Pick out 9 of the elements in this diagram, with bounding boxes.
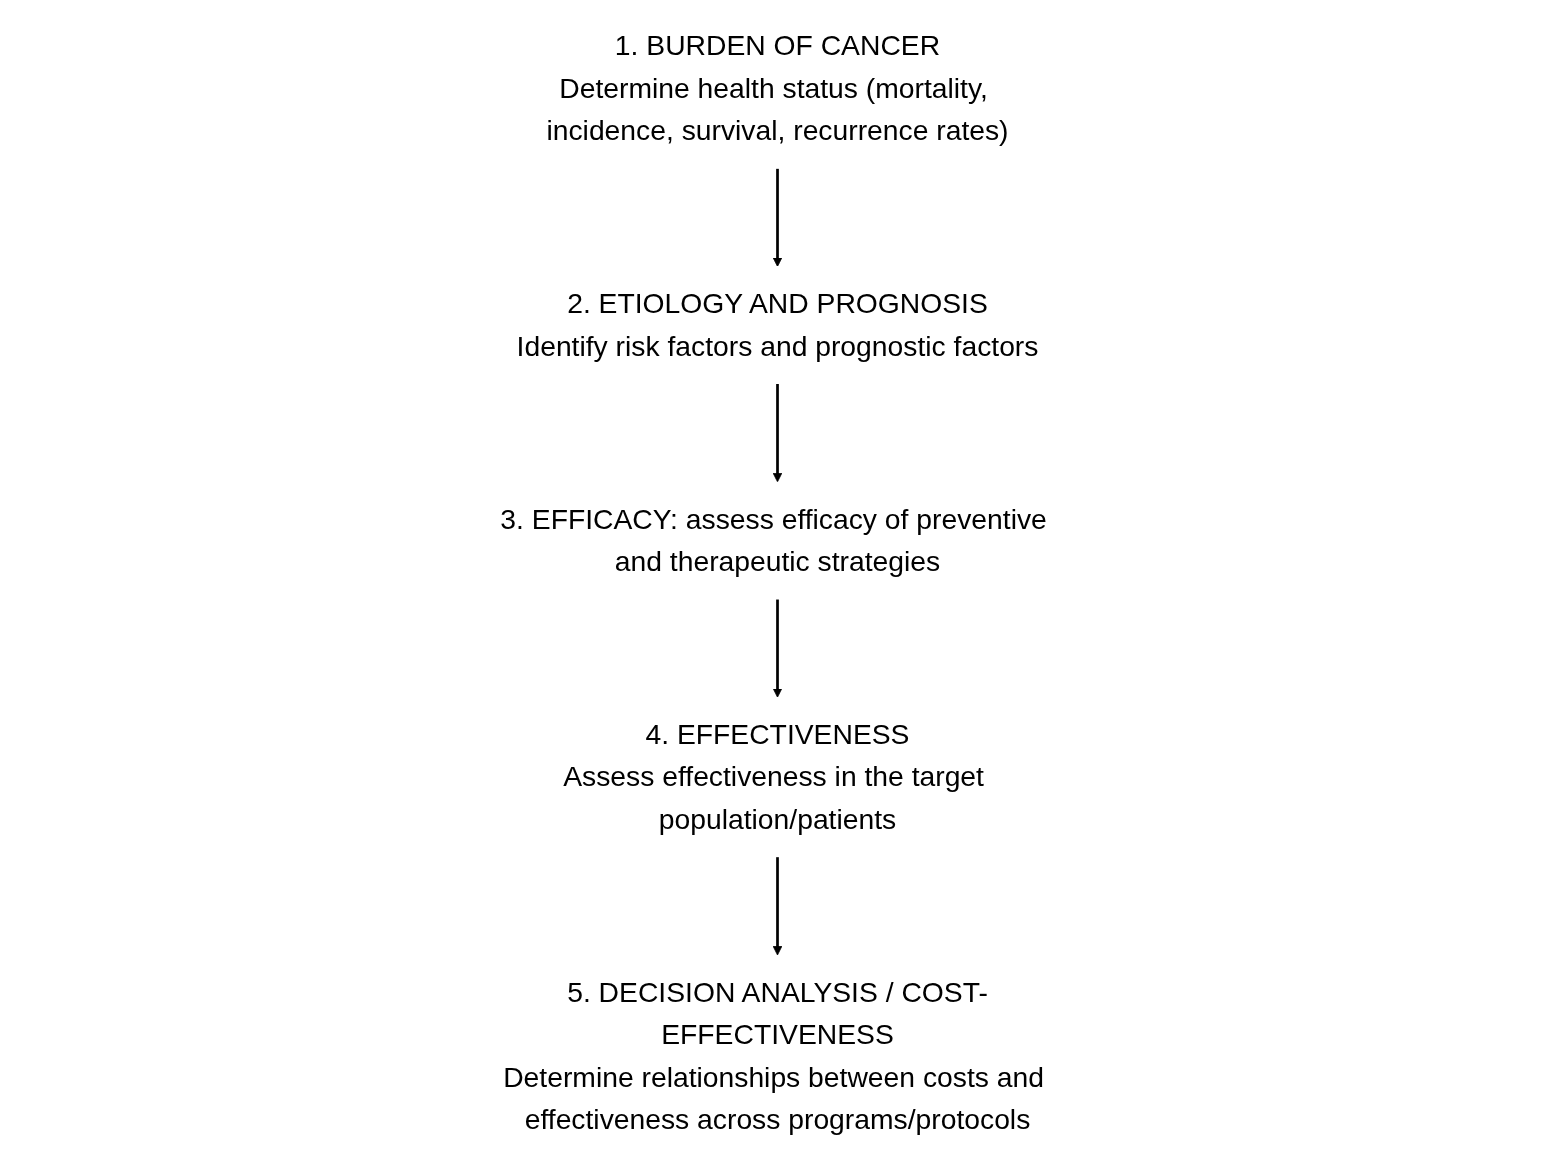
arrow: [772, 857, 783, 956]
node-text: 1. BURDEN OF CANCER Determine health status (mortality, incidence, survival, recurrence rates): [546, 29, 1009, 147]
arrow: [772, 168, 783, 267]
arrow: [772, 383, 783, 483]
arrow: [772, 599, 783, 698]
node-text: 3. EFFICACY: assess efficacy of preventive and therapeutic strategies: [500, 502, 1047, 578]
node-text: 5. DECISION ANALYSIS / COST-EFFECTIVENESS Determine relationships between costs and effectiveness across programs/protocols: [503, 975, 1044, 1136]
node-text: 4. EFFECTIVENESS Assess effectiveness in the target population/patients: [563, 717, 984, 836]
node-text: 2. ETIOLOGY AND PROGNOSIS Identify risk factors and prognostic factors: [516, 287, 1039, 363]
